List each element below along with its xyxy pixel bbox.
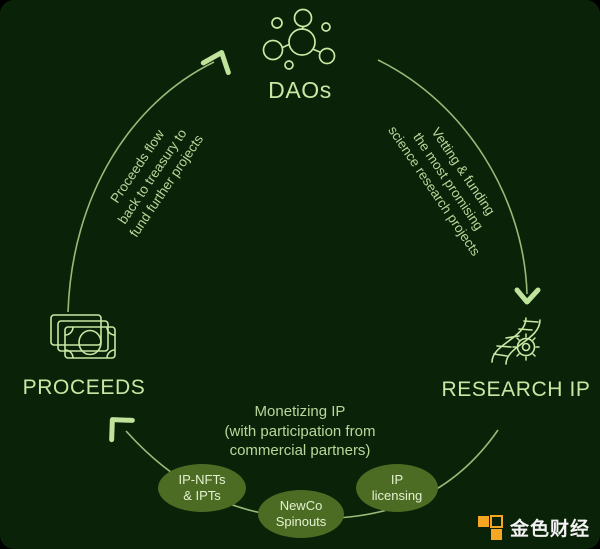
node-research-ip: RESEARCH IP (432, 310, 600, 402)
node-proceeds-label: PROCEEDS (22, 376, 146, 399)
caption-line-3: commercial partners) (229, 442, 371, 459)
pill-line: licensing (371, 488, 423, 503)
node-daos-label: DAOs (268, 77, 332, 103)
caption-line-1: Monetizing IP (254, 403, 346, 420)
pill-ip-licensing[interactable]: IP licensing (356, 464, 438, 512)
edge-label-proceeds-to-daos: Proceeds flow back to treasury to fund f… (97, 112, 208, 241)
watermark: 金色财经 (477, 514, 590, 541)
pill-line: & IPTs (183, 488, 221, 503)
monetizing-ip-caption: Monetizing IP (with participation from c… (0, 402, 600, 461)
edge-label-daos-to-research: Vetting & funding the most promising sci… (384, 103, 513, 259)
node-daos: DAOs (0, 8, 600, 104)
molecule-icon (262, 8, 336, 70)
banknotes-icon (50, 314, 116, 359)
node-proceeds: PROCEEDS (4, 310, 164, 400)
pill-newco-spinouts[interactable]: NewCo Spinouts (258, 490, 344, 538)
dna-gear-icon (491, 317, 541, 365)
pill-line: IP-NFTs (178, 472, 226, 487)
pill-line: Spinouts (275, 514, 327, 529)
pill-line: NewCo (279, 498, 323, 513)
watermark-text: 金色财经 (509, 519, 590, 540)
pill-ip-nfts[interactable]: IP-NFTs & IPTs (158, 464, 246, 512)
caption-line-2: (with participation from (224, 422, 376, 440)
jinse-logo-icon (477, 514, 503, 540)
arrowhead-daos-to-research (514, 287, 541, 305)
pill-line: IP (390, 472, 404, 487)
node-research-ip-label: RESEARCH IP (441, 378, 591, 401)
